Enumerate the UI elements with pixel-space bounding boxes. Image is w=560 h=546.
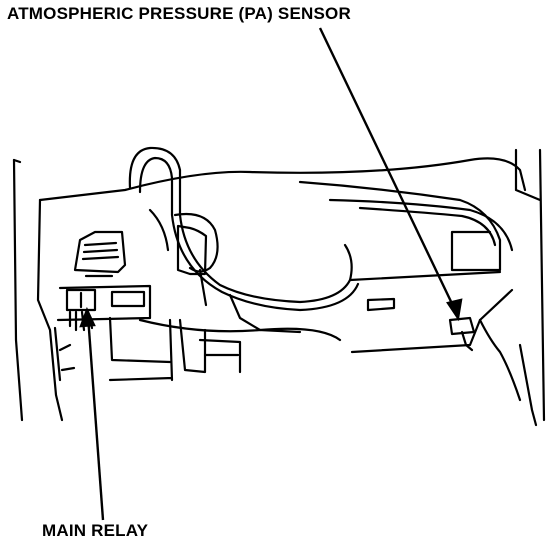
glovebox-right (478, 318, 522, 402)
lower-left-cutout (178, 318, 207, 374)
glovebox-upper (298, 180, 502, 272)
dash-top-edge (12, 157, 527, 202)
vent-louvers (81, 241, 120, 261)
pa-sensor-label: ATMOSPHERIC PRESSURE (PA) SENSOR (7, 4, 351, 23)
center-vent (73, 230, 127, 274)
steering-wheel-rim-inner (138, 156, 360, 312)
knee-bolster (198, 338, 242, 374)
switch-panel (56, 284, 152, 322)
pillar-lower (518, 343, 538, 427)
dash-shelf (328, 198, 514, 252)
pa-sensor-leader (318, 27, 458, 313)
lower-left-panel (53, 316, 174, 382)
pa-sensor-arrowhead (446, 298, 463, 322)
switch-panel-block (110, 290, 146, 308)
main-relay-leader (86, 315, 105, 521)
steering-spoke (148, 208, 302, 334)
pa-sensor-body (448, 316, 476, 336)
main-relay-label: MAIN RELAY (42, 521, 149, 540)
door-pillar (514, 148, 546, 422)
glovebox-lower (348, 270, 514, 354)
instrument-cluster (176, 224, 208, 276)
column-cover (138, 318, 342, 342)
pa-sensor-lead (460, 330, 474, 352)
main-relay-arrowhead (79, 306, 96, 328)
left-panel (12, 158, 64, 422)
glovebox-handle (366, 297, 396, 312)
main-relay-box (65, 288, 97, 312)
